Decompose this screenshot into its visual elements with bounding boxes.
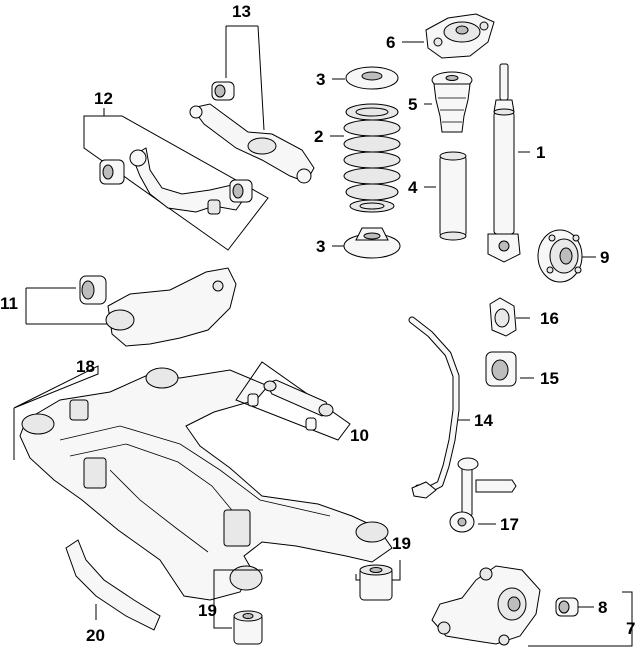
leader-box-10	[235, 361, 351, 441]
callout-10: 10	[350, 426, 369, 445]
callout-2: 2	[314, 127, 323, 146]
callout-15: 15	[540, 369, 559, 388]
callout-13: 13	[232, 2, 251, 21]
subframe-bushings	[213, 560, 401, 645]
callout-1: 1	[536, 143, 545, 162]
subframe-reinforcement	[65, 539, 161, 631]
callout-18: 18	[76, 357, 95, 376]
callout-8: 8	[598, 598, 607, 617]
leader-7	[528, 591, 633, 647]
stabilizer-link	[449, 457, 517, 533]
upper-arm-body	[107, 267, 237, 347]
callout-17: 17	[500, 515, 519, 534]
knuckle	[431, 565, 633, 647]
toe-link	[235, 361, 351, 441]
trailing-arm	[189, 25, 315, 184]
lower-control-arm	[83, 108, 269, 251]
stabilizer-bushing	[485, 351, 534, 387]
subframe	[13, 365, 393, 601]
knuckle-body	[431, 565, 541, 645]
knuckle-bushing	[555, 597, 594, 617]
callout-5: 5	[408, 95, 417, 114]
lower-arm-bushing	[99, 159, 125, 185]
callout-20: 20	[86, 626, 105, 645]
leader-19a	[213, 569, 263, 629]
lower-spring-insulator	[332, 227, 401, 259]
bump-stop	[424, 71, 473, 133]
callout-19-rear: 19	[392, 534, 411, 553]
upper-spring-insulator	[332, 66, 399, 90]
bushing-clamp	[489, 297, 530, 337]
callout-11: 11	[0, 294, 18, 313]
callout-14: 14	[474, 411, 493, 430]
upper-control-arm	[25, 267, 237, 347]
callout-3-lower: 3	[316, 237, 325, 256]
subframe-bushing-front	[233, 610, 263, 645]
coil-spring	[330, 103, 401, 213]
trailing-arm-bushing	[211, 81, 235, 101]
upper-arm-bushing	[79, 275, 107, 305]
dust-boot	[424, 151, 467, 241]
reinforcement-body	[65, 539, 161, 631]
callout-4: 4	[408, 178, 418, 197]
upper-strut-mount	[402, 13, 495, 59]
callout-12: 12	[94, 89, 113, 108]
callout-6: 6	[386, 33, 395, 52]
callout-16: 16	[540, 309, 559, 328]
subframe-bushing-rear	[359, 564, 393, 601]
shock-absorber	[487, 63, 530, 263]
stabilizer-bar	[408, 316, 470, 499]
callout-19-front: 19	[198, 601, 217, 620]
callout-9: 9	[600, 248, 609, 267]
leader-13b	[257, 25, 265, 131]
callout-7: 7	[626, 619, 635, 638]
lower-arm-body	[131, 147, 247, 213]
leader-box-12	[83, 115, 269, 251]
leader-18	[13, 365, 99, 409]
callout-3-upper: 3	[316, 70, 325, 89]
wheel-hub	[537, 229, 596, 283]
